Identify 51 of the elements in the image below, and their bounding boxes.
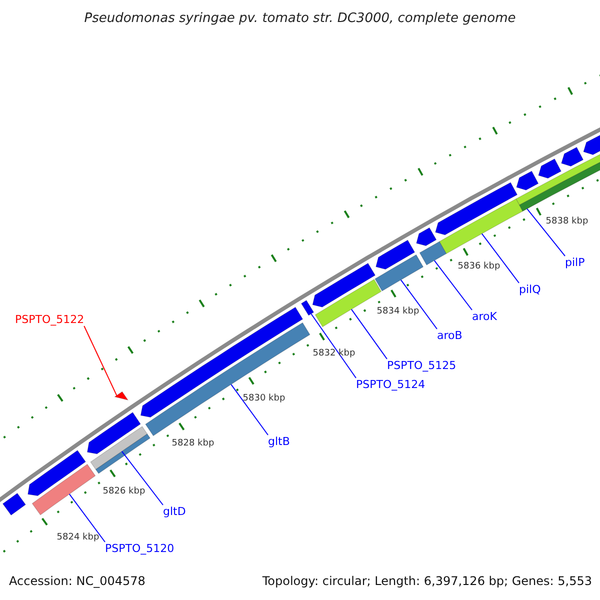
feature-marker: [114, 391, 129, 400]
gene-block: [86, 412, 141, 454]
leader-line: [434, 260, 472, 310]
scale-label: 5832 kbp: [312, 348, 356, 360]
gene-label: PSPTO_5122: [15, 313, 84, 326]
leader-line: [526, 208, 566, 256]
gene-label: gltB: [268, 435, 290, 448]
gene-bar: [439, 198, 524, 254]
gene-bar: [145, 322, 310, 436]
gene-label: PSPTO_5120: [105, 542, 174, 555]
gene-bar: [419, 241, 447, 266]
leader-line: [84, 326, 118, 398]
gene-label: pilQ: [519, 283, 541, 296]
leader-line: [121, 450, 164, 506]
gene-block: [583, 134, 600, 156]
scale-label: 5834 kbp: [376, 306, 420, 318]
leader-line: [350, 308, 388, 360]
leader-line: [481, 233, 520, 284]
scale-label: 5824 kbp: [56, 532, 100, 544]
gene-bar: [90, 426, 148, 470]
gene-label: pilP: [565, 256, 585, 269]
gene-block: [376, 240, 416, 270]
gene-block: [561, 146, 584, 167]
gene-label: aroB: [437, 329, 462, 342]
genome-info-label: Topology: circular; Length: 6,397,126 bp; Genes: 5,553: [262, 574, 592, 589]
gene-block: [312, 262, 376, 308]
leader-line: [310, 313, 356, 378]
gene-block: [538, 158, 562, 179]
leader-line: [68, 494, 106, 542]
scale-label: 5836 kbp: [458, 262, 500, 272]
gene-bar: [516, 152, 600, 206]
scale-label: 5830 kbp: [242, 394, 286, 404]
leader-line: [230, 384, 268, 436]
leader-line: [400, 279, 438, 330]
gene-block: [416, 227, 437, 246]
gene-label: PSPTO_5124: [356, 378, 426, 391]
gene-block: [28, 450, 86, 496]
gene-label: PSPTO_5125: [387, 359, 456, 372]
scale-label: 5828 kbp: [172, 438, 214, 450]
gene-block: [140, 306, 304, 418]
gene-block: [435, 182, 518, 236]
gene-label: gltD: [163, 505, 186, 518]
gene-label: aroK: [472, 310, 497, 323]
accession-label: Accession: NC_004578: [9, 574, 146, 589]
diagram-title: Pseudomonas syringae pv. tomato str. DC3000, complete genome: [83, 10, 517, 28]
gene-bar: [2, 492, 26, 516]
gene-block: [516, 170, 539, 190]
scale-label: 5826 kbp: [102, 486, 146, 498]
gene-bar: [32, 464, 96, 516]
gene-bar: [374, 254, 424, 292]
scale-label: 5838 kbp: [546, 216, 588, 228]
